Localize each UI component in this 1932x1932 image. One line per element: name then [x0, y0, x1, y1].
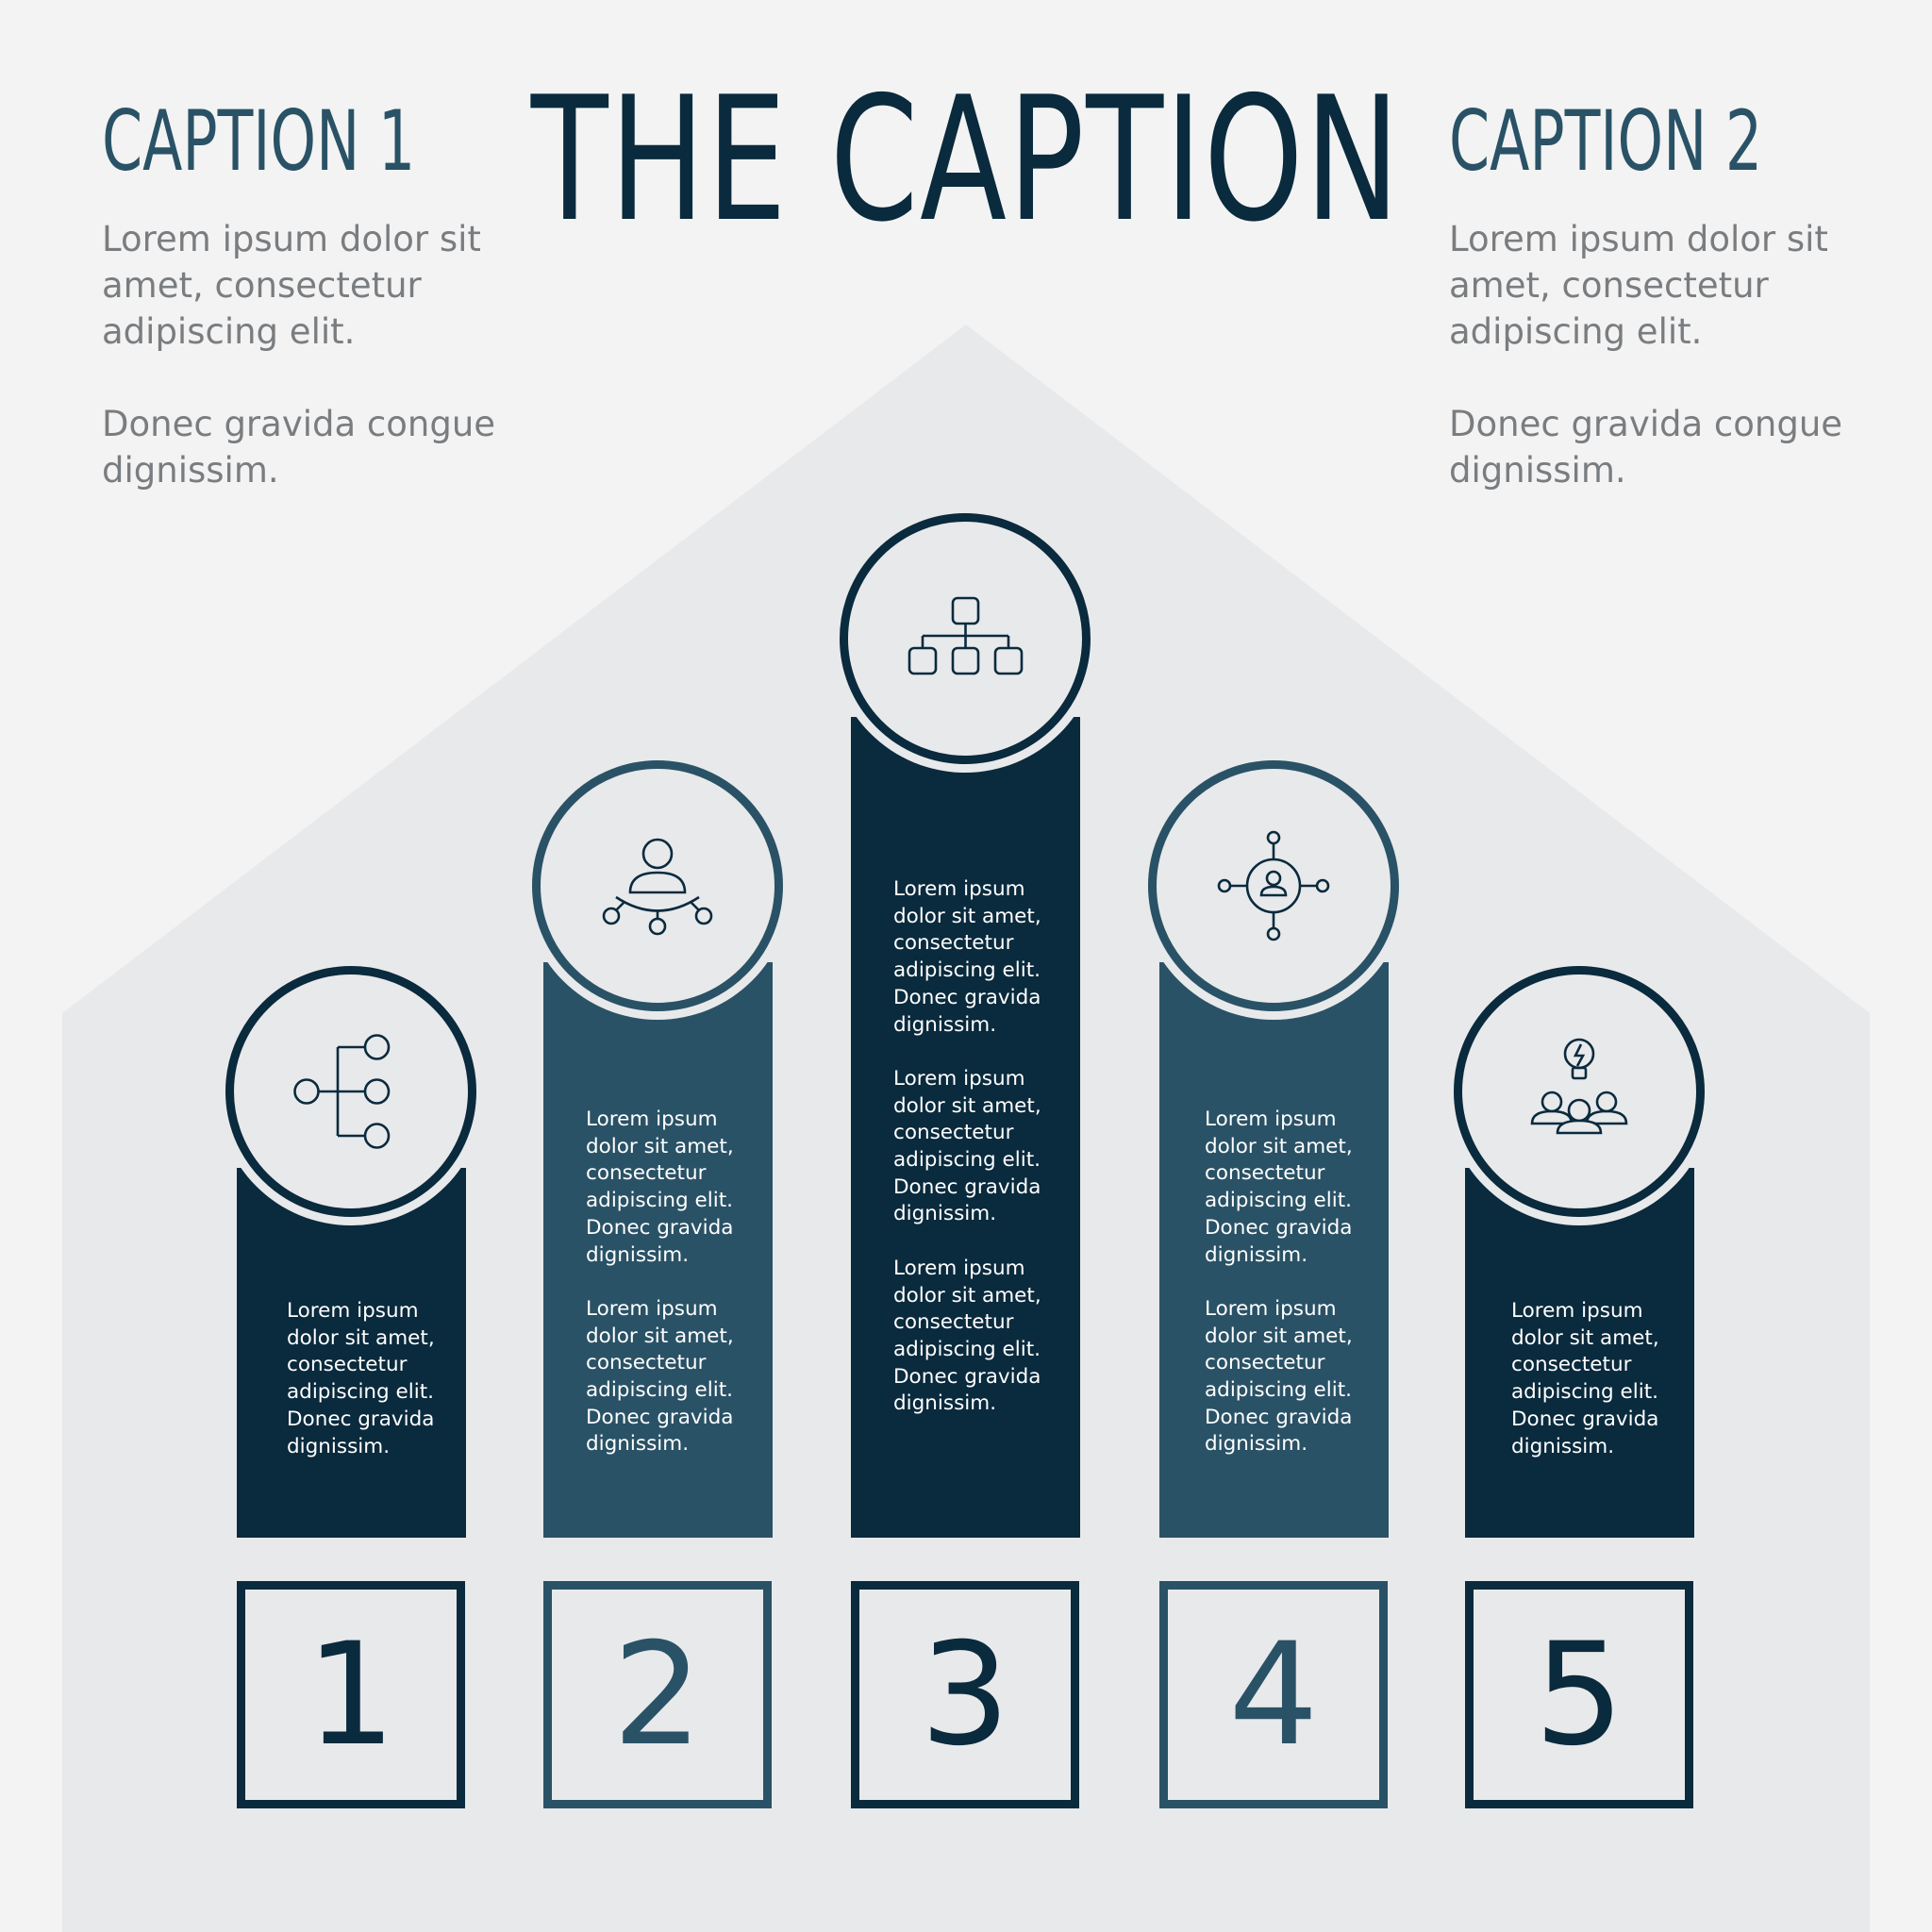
step-1-number: 1	[306, 1612, 396, 1777]
step-5-text: Lorem ipsum dolor sit amet, consectetur …	[1511, 1298, 1681, 1488]
step-2-text: Lorem ipsum dolor sit amet, consectetur …	[586, 1107, 756, 1486]
step-5-bar	[1465, 1168, 1694, 1538]
step-1-text: Lorem ipsum dolor sit amet, consectetur …	[287, 1298, 457, 1488]
step-2-number-box: 2	[543, 1581, 772, 1808]
step-1-paragraph-1: Lorem ipsum dolor sit amet, consectetur …	[287, 1299, 435, 1458]
step-3-paragraph-1: Lorem ipsum dolor sit amet, consectetur …	[893, 877, 1041, 1037]
step-4-number-box: 4	[1159, 1581, 1388, 1808]
step-3-text: Lorem ipsum dolor sit amet, consectetur …	[893, 876, 1063, 1445]
step-2-number: 2	[612, 1612, 703, 1777]
hierarchy-branch-icon	[293, 1034, 391, 1149]
caption-1-text: Lorem ipsum dolor sit amet, consectetur …	[102, 216, 498, 540]
step-4-bar	[1159, 962, 1389, 1538]
user-network-icon	[602, 838, 713, 936]
user-hub-icon	[1217, 830, 1330, 941]
step-4-paragraph-2: Lorem ipsum dolor sit amet, consectetur …	[1205, 1296, 1353, 1457]
caption-1-paragraph-2: Donec gravida congue dignissim.	[102, 404, 496, 491]
caption-2-paragraph-1: Lorem ipsum dolor sit amet, consectetur …	[1449, 219, 1828, 352]
caption-2-heading: CAPTION 2	[1449, 92, 1763, 190]
step-4-text: Lorem ipsum dolor sit amet, consectetur …	[1205, 1107, 1374, 1486]
step-2-icon-circle	[532, 760, 783, 1011]
step-3-number: 3	[920, 1612, 1010, 1777]
main-title: THE CAPTION	[530, 59, 1402, 259]
step-1-number-box: 1	[237, 1581, 465, 1808]
org-chart-icon	[908, 596, 1024, 675]
step-5-paragraph-1: Lorem ipsum dolor sit amet, consectetur …	[1511, 1299, 1659, 1458]
caption-2-paragraph-2: Donec gravida congue dignissim.	[1449, 404, 1843, 491]
step-3-bar	[851, 717, 1080, 1538]
step-3-icon-circle	[840, 513, 1091, 764]
caption-2-text: Lorem ipsum dolor sit amet, consectetur …	[1449, 216, 1845, 540]
step-5-number-box: 5	[1465, 1581, 1693, 1808]
step-1-bar	[237, 1168, 466, 1538]
caption-1-heading: CAPTION 1	[102, 92, 416, 190]
step-5-number: 5	[1534, 1612, 1624, 1777]
step-2-paragraph-2: Lorem ipsum dolor sit amet, consectetur …	[586, 1296, 734, 1457]
step-4-number: 4	[1228, 1612, 1319, 1777]
step-3-paragraph-3: Lorem ipsum dolor sit amet, consectetur …	[893, 1256, 1041, 1416]
step-2-paragraph-1: Lorem ipsum dolor sit amet, consectetur …	[586, 1108, 734, 1267]
step-4-paragraph-1: Lorem ipsum dolor sit amet, consectetur …	[1205, 1108, 1353, 1267]
step-5-icon-circle	[1454, 966, 1705, 1217]
step-1-icon-circle	[225, 966, 476, 1217]
step-2-bar	[543, 962, 773, 1538]
caption-1-paragraph-1: Lorem ipsum dolor sit amet, consectetur …	[102, 219, 481, 352]
step-3-paragraph-2: Lorem ipsum dolor sit amet, consectetur …	[893, 1066, 1041, 1226]
step-3-number-box: 3	[851, 1581, 1079, 1808]
team-idea-icon	[1530, 1038, 1628, 1135]
step-4-icon-circle	[1148, 760, 1399, 1011]
